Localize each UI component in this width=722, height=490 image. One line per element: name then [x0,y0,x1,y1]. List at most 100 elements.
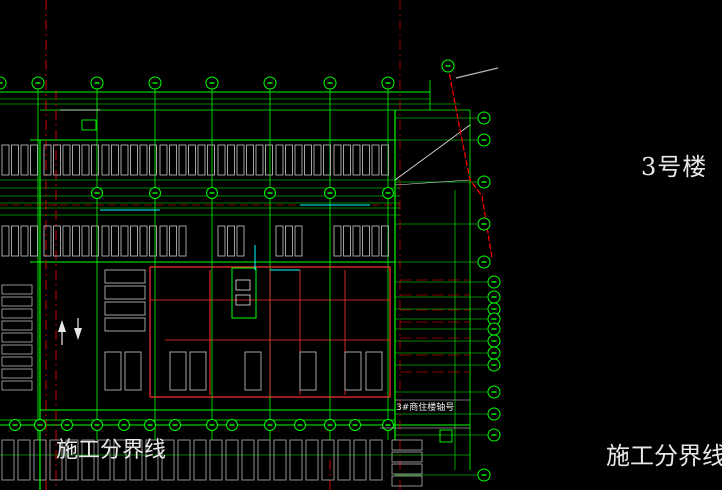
parking-stall [381,144,389,176]
parking-stall [246,144,254,176]
parking-stall [124,351,142,391]
parking-stall [217,144,226,176]
parking-stall [53,225,61,257]
parking-stall [225,439,239,481]
parking-stall [236,144,245,176]
parking-stall [1,144,10,176]
parking-stall [352,144,361,176]
parking-stall [177,439,191,481]
elevator-box [235,294,251,306]
parking-stall [104,317,146,332]
parking-stall [17,439,31,481]
parking-stall [275,225,284,257]
marker-box [439,429,453,443]
parking-stall [149,144,157,176]
parking-stall [207,144,215,176]
axis-grid-lines [0,80,488,490]
parking-stall [120,144,129,176]
parking-stall [188,144,196,176]
parking-stall [343,144,351,176]
parking-stall [101,225,110,257]
axis-bubble [0,76,7,90]
boundary-leader [455,67,499,79]
parking-stall [72,225,80,257]
parking-stall [11,144,19,176]
building-walls [149,65,499,398]
parking-stall [227,225,235,257]
parking-stall [1,225,10,257]
stair-core [231,267,257,319]
parking-stall [275,144,284,176]
parking-stall [91,144,99,176]
parking-stall [362,225,370,257]
parking-stall [391,463,423,475]
parking-stall [391,439,423,451]
parking-stall [161,439,175,481]
parking-stall [20,225,29,257]
parking-stall [257,439,271,481]
parking-stall [323,144,331,176]
ramp-arrow [58,320,66,332]
parking-stall [391,451,423,463]
construction-boundary-line [447,65,493,259]
parking-stall [343,225,351,257]
annotations [58,109,470,443]
parking-stall [81,225,90,257]
parking-stall [1,332,33,343]
parking-stall [197,144,206,176]
parking-stall [193,439,207,481]
parking-stall [369,439,383,481]
parking-stall [362,144,370,176]
parking-stall [104,269,146,284]
parking-stall [321,439,335,481]
parking-stall [159,225,168,257]
parking-stall [391,475,423,487]
parking-stall [62,225,71,257]
elevator-box [235,279,251,291]
parking-stall [130,225,138,257]
parking-stall [189,351,207,391]
parking-stall [139,144,148,176]
parking-stall [285,144,293,176]
parking-stall [344,351,362,391]
parking-stall [305,439,319,481]
parking-stall [1,320,33,331]
parking-stalls [1,144,423,487]
parking-stall [1,380,33,391]
parking-stall [43,144,52,176]
parking-stall [113,439,127,481]
parking-stall [289,439,303,481]
parking-stall [178,144,187,176]
parking-stall [30,144,38,176]
parking-stall [209,439,223,481]
parking-stall [285,225,293,257]
parking-stall [371,225,380,257]
ramp-arrow [74,328,82,340]
parking-stall [1,284,33,295]
parking-stall [304,144,312,176]
cad-line [394,179,471,186]
parking-stall [120,225,129,257]
building-label: 3号楼 [641,153,708,181]
parking-stall [169,225,177,257]
parking-stall [101,144,110,176]
parking-stall [33,439,47,481]
parking-stall [241,439,255,481]
parking-stall [81,144,90,176]
parking-stall [365,351,383,391]
parking-stall [236,225,245,257]
parking-stall [159,144,168,176]
parking-stall [265,144,273,176]
cad-line [394,124,471,181]
parking-stall [1,439,15,481]
parking-stall [72,144,80,176]
parking-stall [353,439,367,481]
parking-stall [53,144,61,176]
parking-stall [20,144,29,176]
parking-stall [1,308,33,319]
parking-stall [30,225,38,257]
parking-stall [129,439,143,481]
parking-stall [255,144,264,176]
